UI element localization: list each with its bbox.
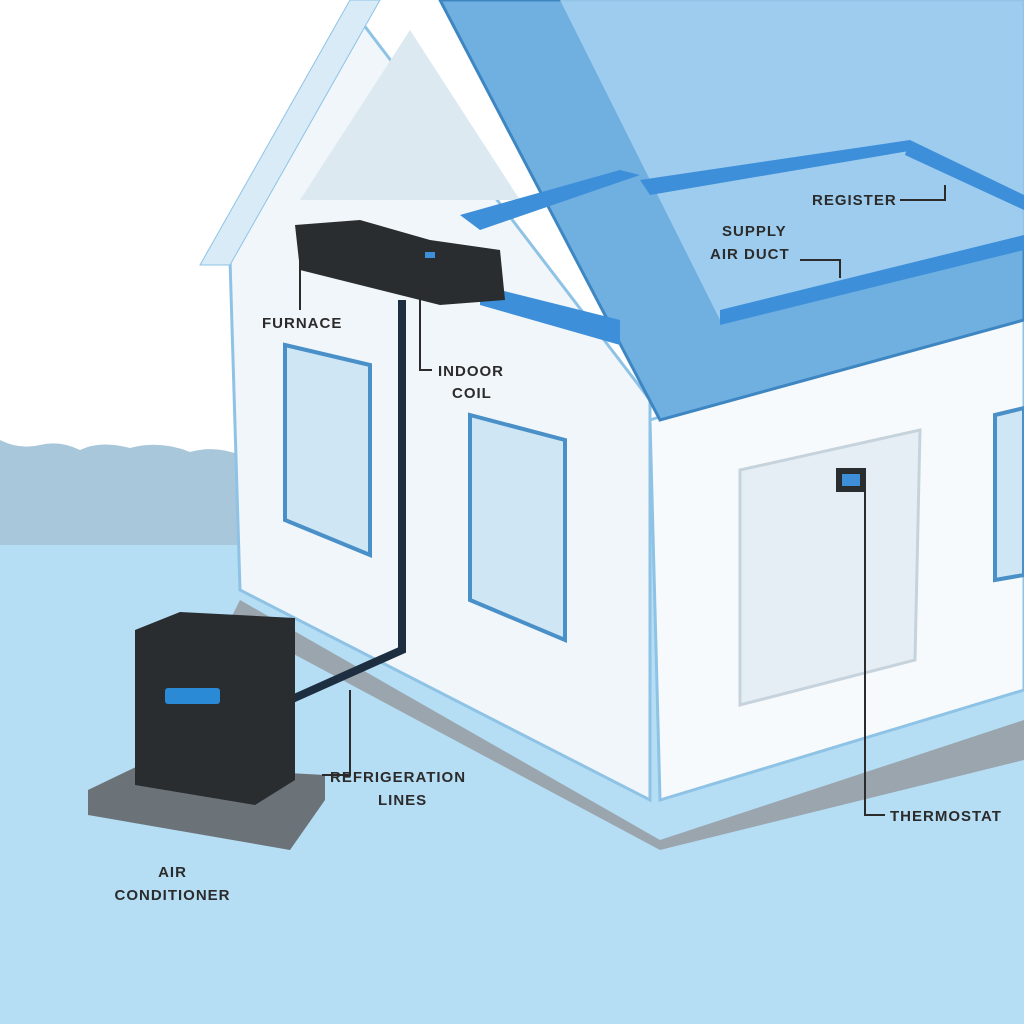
furnace-unit (295, 220, 505, 305)
leader-lines (299, 185, 946, 816)
label-thermostat: THERMOSTAT (890, 808, 1002, 825)
label-furnace: FURNACE (262, 315, 343, 332)
house-shadow (230, 600, 1024, 850)
windows (283, 342, 1024, 644)
label-refrigeration-line1: REFRIGERATION (330, 769, 467, 786)
label-supply-line1: SUPPLY (722, 223, 787, 240)
hedge (0, 440, 240, 560)
label-ac-line1: AIR (158, 864, 187, 881)
label-ac-line2: CONDITIONER (114, 887, 231, 904)
label-refrigeration-line2: LINES (378, 792, 428, 809)
label-supply-line2: AIR DUCT (710, 246, 790, 263)
air-conditioner-unit (135, 612, 295, 805)
cutaway-room (738, 428, 922, 707)
label-register: REGISTER (812, 192, 897, 209)
supply-air-duct (460, 140, 1024, 345)
refrigeration-lines (288, 300, 406, 704)
label-indoor-coil-line2: COIL (452, 385, 492, 402)
label-indoor-coil-line1: INDOOR (438, 363, 504, 380)
brand-logo (165, 688, 220, 704)
